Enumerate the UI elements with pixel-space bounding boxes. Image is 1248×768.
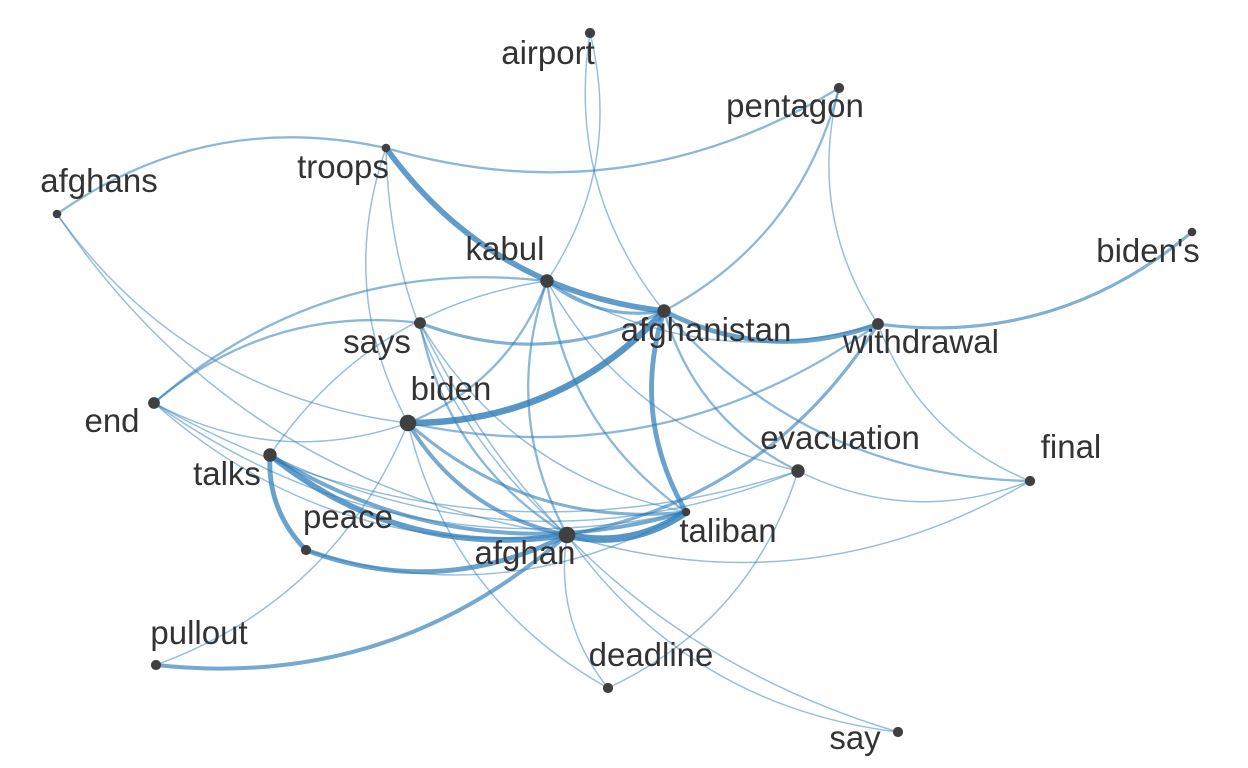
node-label-peace: peace (303, 498, 393, 535)
node-label-final: final (1041, 428, 1102, 465)
node-label-pullout: pullout (150, 614, 247, 651)
edge-layer (55, 32, 1194, 733)
edge-pentagon-withdrawal (828, 87, 879, 325)
node-biden (399, 414, 417, 432)
node-label-taliban: taliban (679, 512, 776, 549)
edge-kabul-taliban (545, 279, 688, 514)
edge-talks-peace (267, 452, 309, 553)
edge-peace-taliban (305, 511, 687, 576)
edge-afghan-say (566, 534, 899, 733)
edge-troops-afghans (55, 136, 388, 216)
edge-afghanistan-pentagon (662, 86, 841, 313)
node-withdrawal (872, 318, 884, 330)
node-deadline (602, 682, 614, 694)
node-label-kabul: kabul (466, 230, 545, 267)
node-evacuation (791, 464, 805, 478)
edge-pullout-biden (155, 422, 409, 666)
node-label-bidens: biden's (1096, 232, 1200, 269)
edge-kabul-end (152, 276, 549, 405)
edge-biden-kabul (406, 279, 549, 425)
edge-withdrawal-bidens (876, 230, 1194, 330)
edge-evacuation-final (797, 470, 1031, 503)
edge-afghanistan-withdrawal (661, 308, 881, 344)
edge-biden-deadline (407, 422, 609, 689)
edge-biden-withdrawal (406, 322, 880, 439)
node-label-troops: troops (297, 148, 389, 185)
edge-afghanistan-final (662, 309, 1032, 483)
node-pullout (150, 659, 162, 671)
node-airport (584, 27, 596, 39)
edge-troops-biden (365, 147, 409, 424)
node-afghanistan (657, 304, 671, 318)
node-pentagon (833, 82, 845, 94)
edge-talks-taliban (268, 453, 688, 536)
edge-afghan-final (566, 480, 1031, 564)
edge-afghan-deadline (563, 534, 609, 689)
node-say (892, 726, 904, 738)
node-afghans (52, 209, 62, 219)
edge-says-end (152, 318, 422, 405)
edge-says-afghanistan (418, 309, 666, 346)
edge-afghanistan-evacuation (662, 309, 800, 473)
node-final (1024, 475, 1036, 487)
node-label-end: end (84, 402, 139, 439)
edge-afghans-biden (56, 213, 409, 424)
edge-troops-afghanistan (383, 145, 667, 314)
node-label-evacuation: evacuation (760, 419, 920, 456)
node-label-airport: airport (501, 34, 595, 71)
edge-end-afghan (153, 402, 568, 540)
edge-biden-afghanistan (404, 307, 668, 427)
node-label-afghan: afghan (475, 534, 576, 571)
node-end (148, 397, 160, 409)
node-kabul (540, 274, 554, 288)
edge-airport-afghanistan (584, 32, 665, 312)
node-layer (52, 27, 1197, 738)
label-layer: airport pentagon troops afghans kabul biden's… (40, 34, 1199, 756)
node-label-deadline: deadline (589, 636, 714, 673)
node-afghan (558, 526, 576, 544)
node-label-biden: biden (411, 370, 492, 407)
edge-afghanistan-taliban (649, 308, 689, 515)
edge-talks-evacuation (269, 454, 799, 523)
node-troops (381, 143, 391, 153)
edge-says-say (419, 322, 899, 733)
node-label-afghanistan: afghanistan (621, 311, 792, 348)
edge-says-afghan (418, 321, 569, 537)
node-bidens (1187, 227, 1197, 237)
edge-end-taliban (153, 402, 687, 530)
edge-withdrawal-final (877, 323, 1031, 482)
node-peace (300, 544, 312, 556)
edge-kabul-withdrawal (546, 280, 879, 343)
node-label-say: say (829, 719, 881, 756)
edge-troops-pentagon (384, 86, 841, 174)
node-label-pentagon: pentagon (726, 87, 864, 124)
edge-kabul-afghan (527, 279, 569, 537)
node-label-says: says (343, 323, 411, 360)
node-says (414, 317, 426, 329)
node-label-talks: talks (193, 455, 261, 492)
edge-kabul-talks (269, 280, 548, 456)
node-label-afghans: afghans (40, 162, 157, 199)
edge-talks-afghan (267, 452, 570, 543)
edge-peace-afghan (303, 532, 570, 575)
edge-end-biden (153, 402, 409, 443)
node-label-withdrawal: withdrawal (842, 323, 999, 360)
edge-kabul-airport (546, 32, 601, 282)
edge-afghan-taliban (563, 508, 690, 543)
edge-troops-afghan (385, 147, 568, 536)
edge-end-evacuation (153, 402, 799, 513)
edge-deadline-evacuation (607, 470, 799, 689)
edge-pullout-afghan (154, 533, 569, 671)
edge-afghan-withdrawal (565, 322, 880, 537)
node-taliban (681, 507, 691, 517)
node-talks (263, 448, 277, 462)
edge-kabul-evacuation (546, 280, 799, 472)
edge-says-taliban (419, 322, 687, 513)
